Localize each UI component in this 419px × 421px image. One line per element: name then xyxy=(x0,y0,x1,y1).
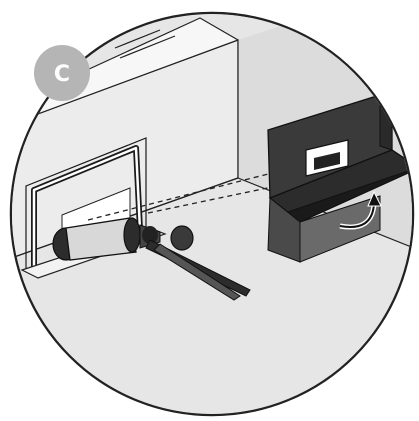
flashing-plate xyxy=(267,94,412,263)
step-label: C xyxy=(54,62,70,87)
rotate-arrow-icon xyxy=(339,190,382,230)
step-badge-icon: C xyxy=(34,45,90,101)
alignment-line-bottom xyxy=(147,186,273,214)
step-badge xyxy=(34,45,90,101)
sealant-bead-inner xyxy=(32,146,142,268)
sealant-tube xyxy=(52,217,251,301)
alignment-line-top xyxy=(87,172,273,221)
